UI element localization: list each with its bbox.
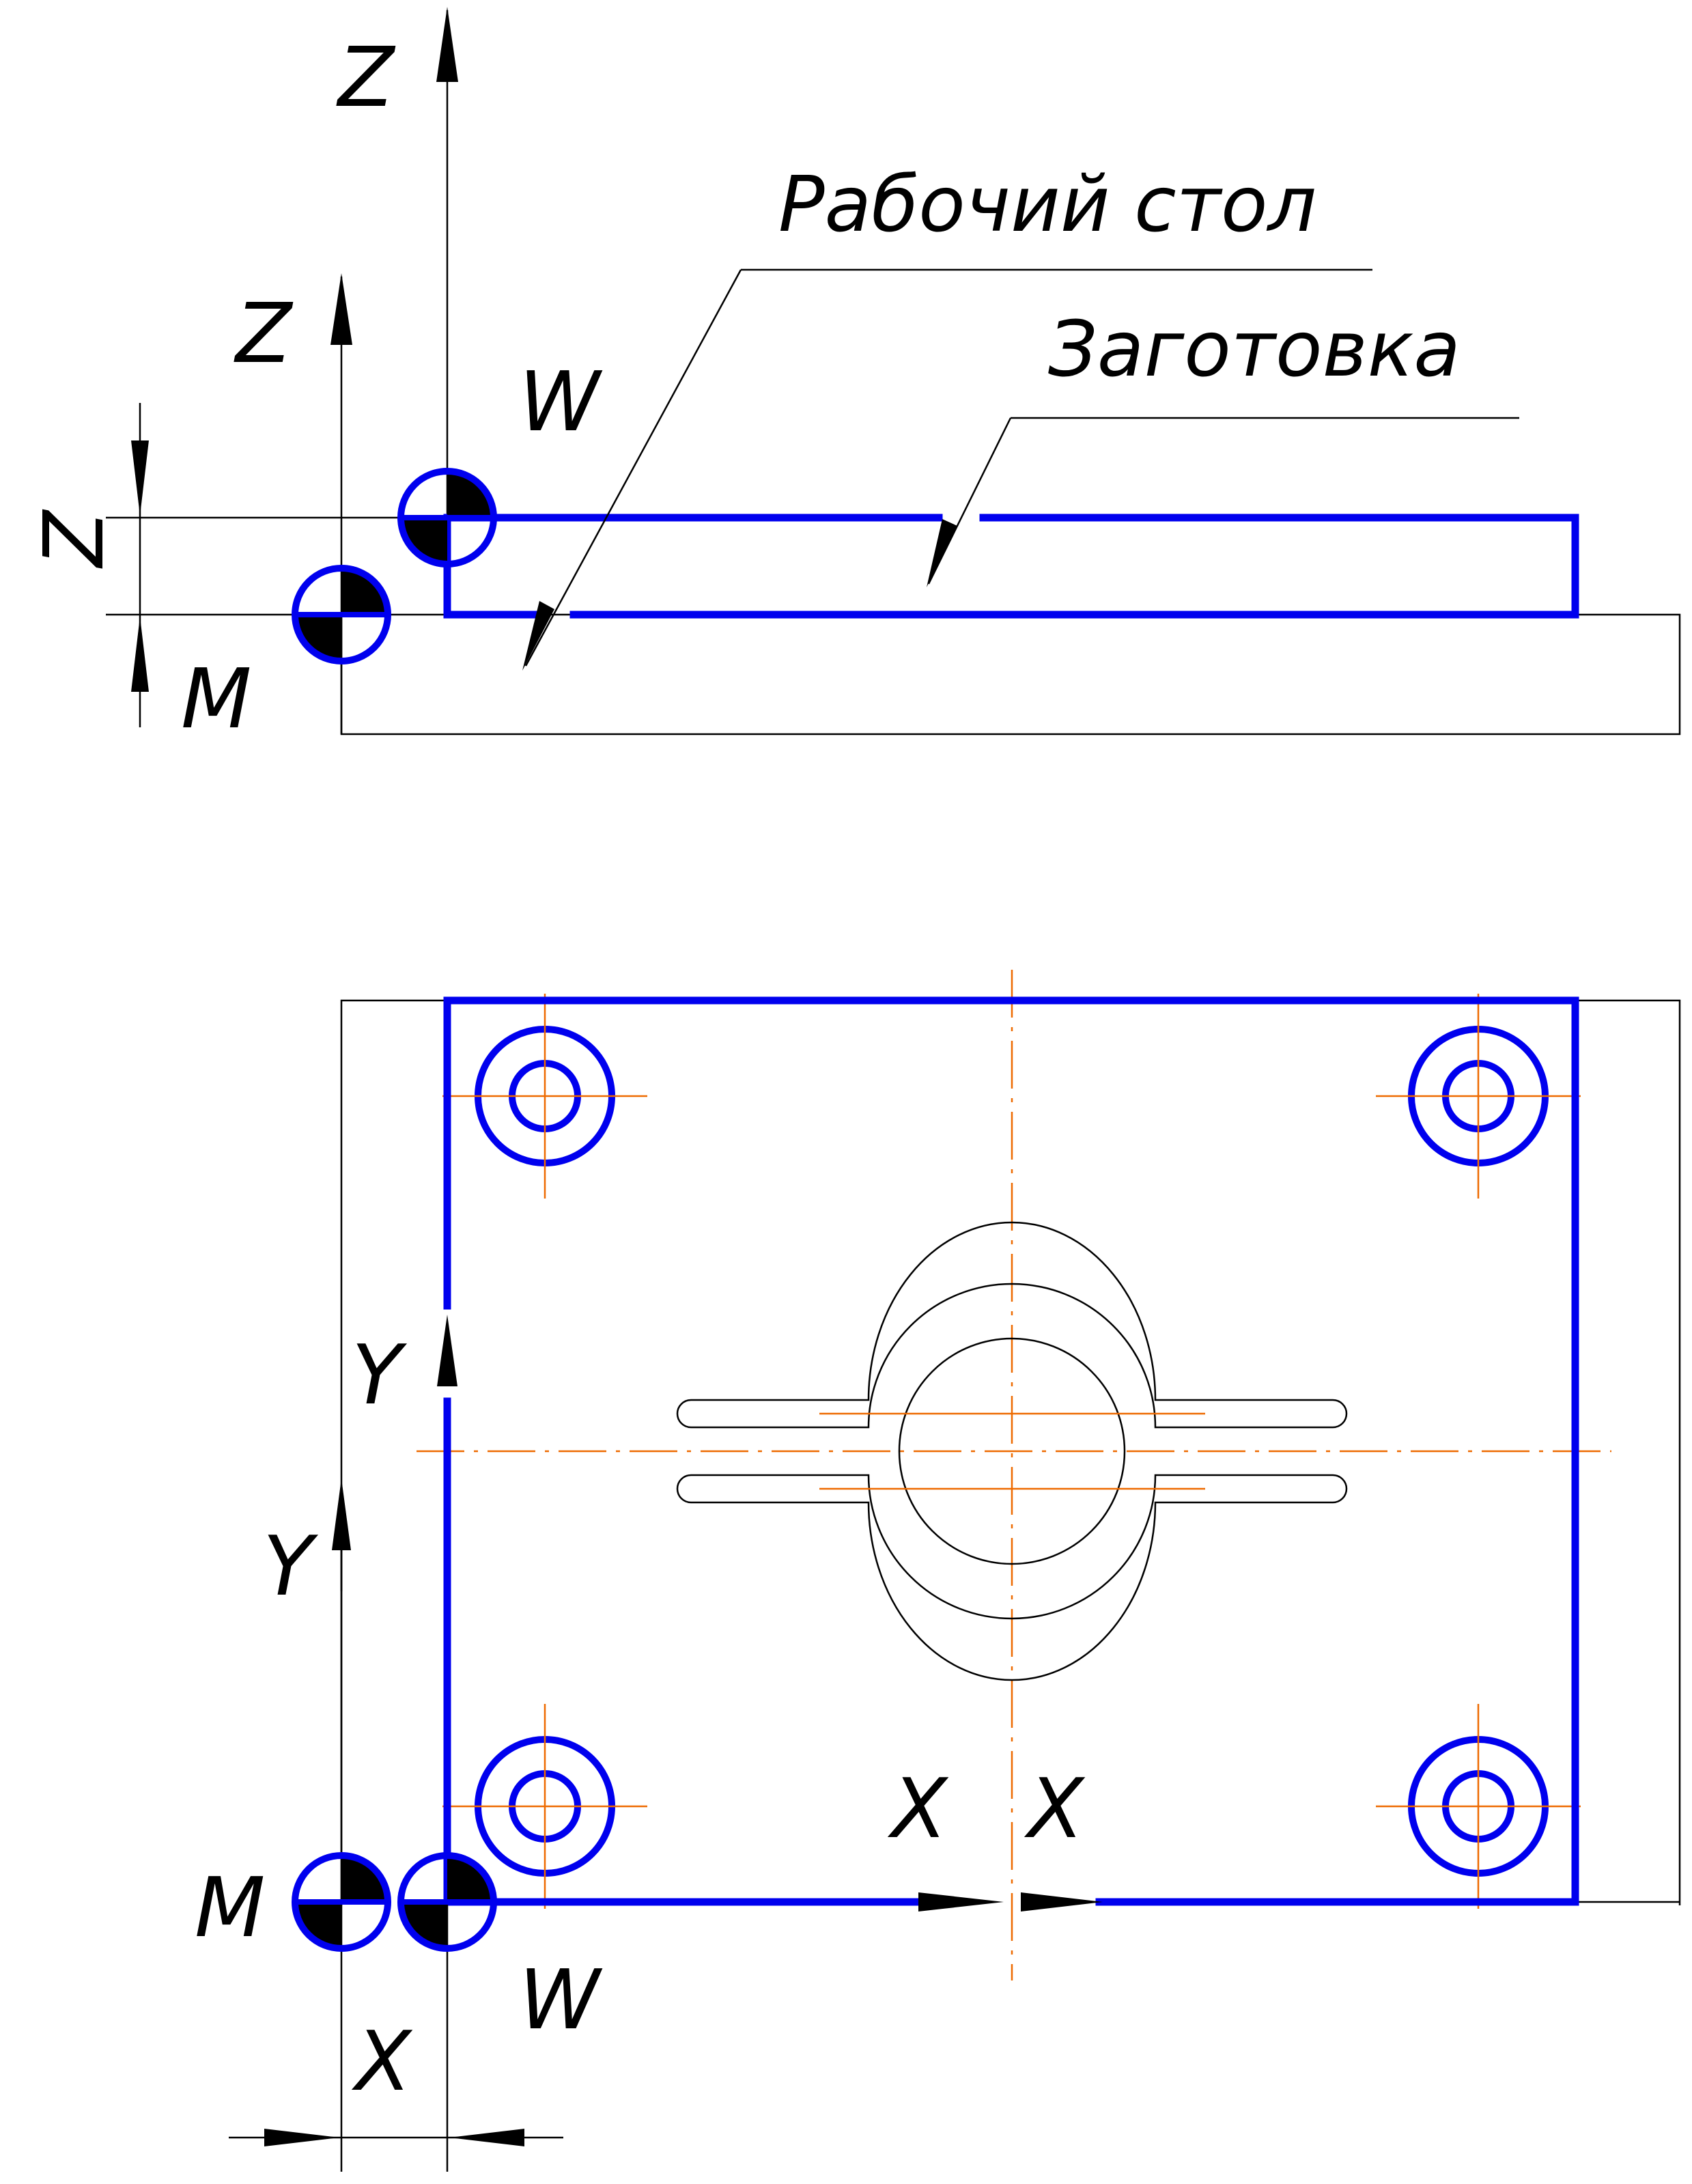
top-label-x-workpiece: X: [1024, 1762, 1086, 1857]
workpiece-y-axis-arrow: [437, 1315, 457, 1386]
table-leader-arrow: [522, 601, 554, 671]
top-label-x-dimension: X: [351, 2015, 413, 2110]
z-dim-arrow-top: [131, 440, 149, 516]
top-label-y-workpiece: Y: [352, 1328, 408, 1423]
front-label-z-machine: Z: [234, 287, 294, 382]
blank-leader-arrow: [927, 519, 957, 587]
top-label-y-machine: Y: [263, 1520, 319, 1614]
top-label-x-machine: X: [887, 1762, 949, 1857]
machine-zero-symbol-top: [292, 1852, 391, 1952]
x-dim-arrow-left: [264, 2129, 339, 2146]
z-dim-arrow-bottom: [131, 617, 149, 692]
front-label-z-workpiece: Z: [336, 31, 396, 126]
machine-z-axis-arrow: [330, 273, 352, 345]
workpiece-zero-symbol-top: [397, 1852, 497, 1952]
front-label-z-dimension: Z: [27, 509, 122, 569]
workpiece-outline: [443, 514, 1579, 619]
blank-leader-line: [927, 417, 1012, 585]
x-dim-arrow-right: [449, 2129, 524, 2146]
workpiece-z-axis-arrow: [436, 7, 458, 82]
front-label-m: M: [181, 652, 252, 747]
top-view: Y Y X X X M W: [195, 970, 1681, 2172]
front-view: Рабочий стол Заготовка Z Z Z W M: [27, 7, 1681, 747]
top-label-w: W: [519, 1953, 603, 2048]
top-label-m: M: [195, 1861, 266, 1956]
central-boss-with-slots: [676, 1221, 1348, 1681]
front-label-w: W: [519, 355, 603, 450]
workpiece-zero-symbol-front: [397, 468, 497, 568]
bolt-hole-top-left: [442, 994, 647, 1199]
workpiece-x-axis-arrow: [1021, 1892, 1103, 1912]
table-leader-line: [524, 269, 742, 667]
machine-zero-symbol-front: [292, 565, 391, 664]
bolt-hole-bottom-left: [442, 1704, 647, 1909]
bolt-hole-bottom-right: [1376, 1704, 1581, 1909]
annotation-work-table: Рабочий стол: [778, 160, 1316, 249]
machine-x-axis-arrow: [918, 1892, 1004, 1912]
machine-y-axis-arrow: [332, 1479, 351, 1550]
annotation-blank: Заготовка: [1048, 305, 1461, 394]
bolt-hole-top-right: [1376, 994, 1581, 1199]
